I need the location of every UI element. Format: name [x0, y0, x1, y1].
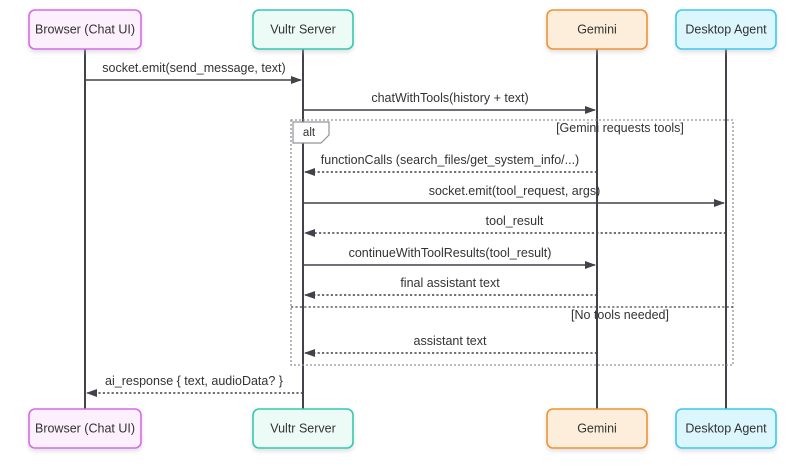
- participant-browser-top[interactable]: Browser (Chat UI): [28, 9, 142, 50]
- actor-boxes-group: Browser (Chat UI) Browser (Chat UI) Vultr …: [28, 9, 777, 449]
- lifelines-group: [84, 49, 727, 409]
- participant-box[interactable]: [675, 408, 777, 449]
- participant-box[interactable]: [546, 408, 648, 449]
- participant-agent-top[interactable]: Desktop Agent: [675, 9, 777, 50]
- alt-condition-label: [Gemini requests tools]: [556, 121, 684, 135]
- message-label-m9: ai_response { text, audioData? }: [105, 374, 283, 388]
- participant-gemini-bottom[interactable]: Gemini: [546, 408, 648, 449]
- alt-tag-label: alt: [303, 127, 316, 139]
- message-label-m3: functionCalls (search_files/get_system_i…: [321, 153, 579, 167]
- participant-vultr-top[interactable]: Vultr Server: [252, 9, 354, 50]
- participant-box[interactable]: [28, 9, 142, 50]
- participant-box[interactable]: [252, 9, 354, 50]
- participant-label: Desktop Agent: [685, 421, 767, 435]
- participant-label: Desktop Agent: [685, 22, 767, 36]
- alt-frames-group: alt [Gemini requests tools] [No tools need…: [290, 119, 734, 366]
- participant-box[interactable]: [675, 9, 777, 50]
- message-label-m6: continueWithToolResults(tool_result): [349, 246, 552, 260]
- participant-agent-bottom[interactable]: Desktop Agent: [675, 408, 777, 449]
- message-label-m1: socket.emit(send_message, text): [102, 61, 285, 75]
- message-label-m2: chatWithTools(history + text): [371, 91, 528, 105]
- participant-label: Gemini: [577, 421, 617, 435]
- participant-gemini-top[interactable]: Gemini: [546, 9, 648, 50]
- messages-group: socket.emit(send_message, text) chatWithT…: [85, 61, 726, 398]
- participant-label: Gemini: [577, 22, 617, 36]
- participant-vultr-bottom[interactable]: Vultr Server: [252, 408, 354, 449]
- message-label-m8: assistant text: [414, 334, 487, 348]
- alt-tag-box: [292, 121, 330, 144]
- message-label-m5: tool_result: [486, 214, 544, 228]
- participant-box[interactable]: [252, 408, 354, 449]
- alt-frame-border: [290, 119, 734, 366]
- message-label-m7: final assistant text: [400, 276, 500, 290]
- message-label-m4: socket.emit(tool_request, args): [429, 184, 601, 198]
- participant-box[interactable]: [546, 9, 648, 50]
- participant-label: Vultr Server: [270, 22, 336, 36]
- alt-condition-label: [No tools needed]: [571, 308, 669, 322]
- participant-box[interactable]: [28, 408, 142, 449]
- participant-browser-bottom[interactable]: Browser (Chat UI): [28, 408, 142, 449]
- participant-label: Browser (Chat UI): [35, 421, 135, 435]
- participant-label: Vultr Server: [270, 421, 336, 435]
- participant-label: Browser (Chat UI): [35, 22, 135, 36]
